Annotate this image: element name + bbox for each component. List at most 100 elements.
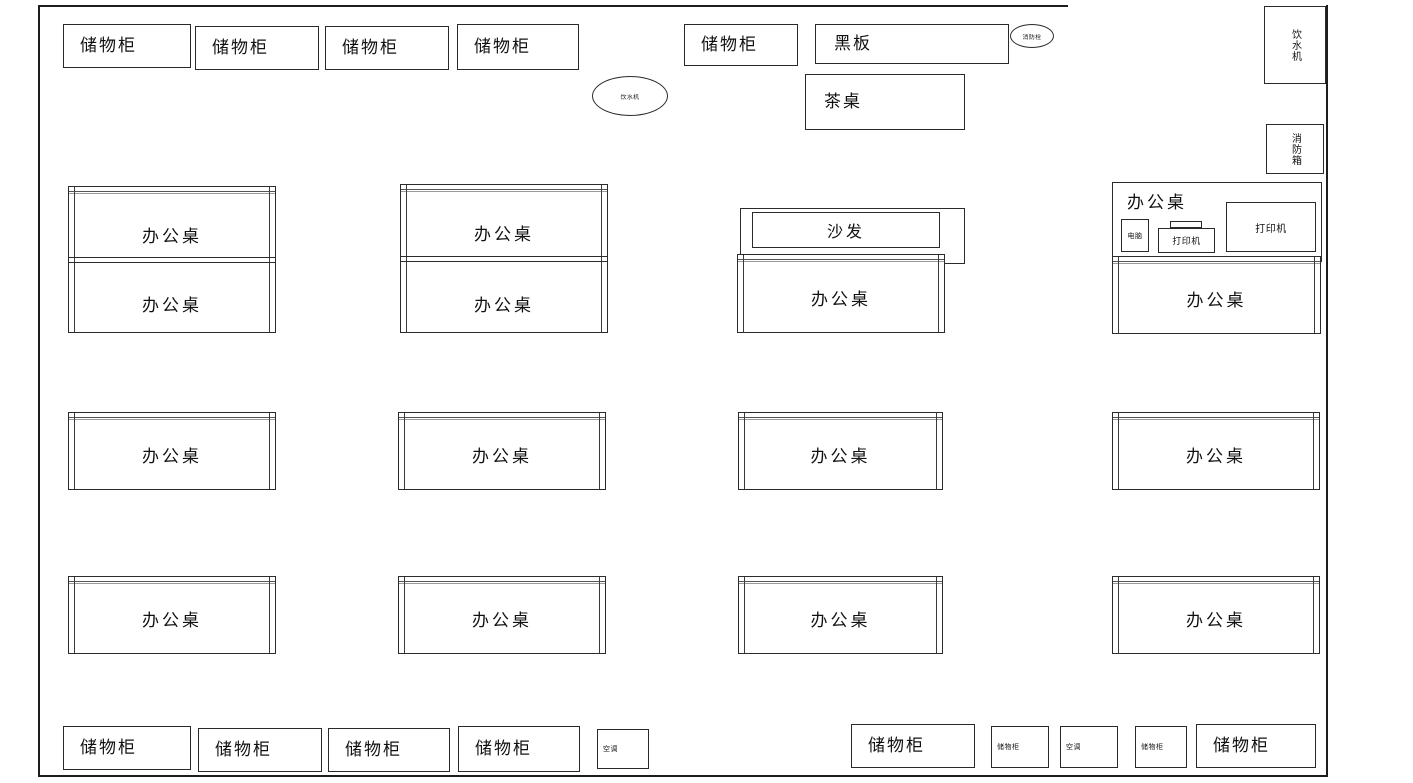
office-desk-6[interactable]: 办公桌 [68,576,276,654]
desk-left-rail [1118,577,1120,653]
desk-left-rail [744,577,746,653]
desk-left-rail [404,413,406,489]
office-desk-label: 办公桌 [472,447,532,467]
desk-top-rail-2 [401,191,607,193]
desk-left-rail [74,187,76,332]
office-desk-1[interactable]: 办公桌办公桌 [400,184,608,333]
desk-pair-divider [69,256,275,258]
right-wall-upper [1326,5,1328,185]
ellipse-fixture-label: 饮水机 [620,93,640,101]
printer-2[interactable]: 打印机 [1226,202,1316,252]
desk-top-rail [69,581,275,583]
desk-left-rail [404,577,406,653]
desk-top-rail-2 [399,583,605,585]
blackboard[interactable]: 黑板 [815,24,1009,64]
storage-cabinet-bottom-left-3[interactable]: 储物柜 [458,726,580,772]
cabinet-label: 空调 [603,744,618,753]
office-desk-label: 办公桌 [1186,611,1246,631]
storage-cabinet-bottom-left-2[interactable]: 储物柜 [328,728,450,772]
desk-pair-divider-2 [69,261,275,263]
desk-top-rail-2 [739,419,942,421]
storage-cabinet-bottom-left-4[interactable]: 空调 [597,729,649,769]
desk-top-rail [739,417,942,419]
cabinet-label: 储物柜 [475,738,532,759]
office-desk-label: 办公桌 [472,611,532,631]
equipment-label: 打印机 [1172,237,1201,247]
desk-right-rail [268,577,270,653]
office-desk-7[interactable]: 办公桌 [398,576,606,654]
storage-cabinet-top-4[interactable]: 储物柜 [684,24,798,66]
office-desk-printer-area[interactable]: 办公桌 [1112,256,1321,334]
equipment-0[interactable]: 电脑 [1121,219,1149,252]
office-desk-8[interactable]: 办公桌 [738,576,943,654]
right-wall-fixture-0[interactable]: 饮水机 [1264,6,1326,84]
right-wall-fixture-label: 饮水机 [1289,28,1301,62]
office-desk-9[interactable]: 办公桌 [1112,576,1320,654]
desk-right-rail [937,255,939,332]
storage-cabinet-top-2[interactable]: 储物柜 [325,26,449,70]
storage-cabinet-top-0[interactable]: 储物柜 [63,24,191,68]
office-desk-label: 办公桌 [474,295,534,316]
right-wall [1326,5,1328,777]
ellipse-fixture-1[interactable]: 消防栓 [1010,24,1054,48]
office-desk-label: 办公桌 [142,447,202,467]
tea-table[interactable]: 茶桌 [805,74,965,130]
sofa-label: 沙发 [826,222,865,241]
desk-left-rail [744,413,746,489]
desk-left-rail [1118,257,1120,333]
ellipse-fixture-0[interactable]: 饮水机 [592,76,668,116]
office-desk-2[interactable]: 办公桌 [68,412,276,490]
storage-cabinet-bottom-right-3[interactable]: 储物柜 [1135,726,1187,768]
storage-cabinet-top-3[interactable]: 储物柜 [457,24,579,70]
office-desk-0[interactable]: 办公桌办公桌 [68,186,276,333]
sofa-seat[interactable]: 沙发 [752,212,940,248]
storage-cabinet-bottom-right-4[interactable]: 储物柜 [1196,724,1316,768]
desk-top-rail [399,417,605,419]
desk-right-rail [935,413,937,489]
desk-top-rail [69,191,275,193]
storage-cabinet-bottom-left-0[interactable]: 储物柜 [63,726,191,770]
cabinet-label: 空调 [1066,742,1081,751]
storage-cabinet-bottom-left-1[interactable]: 储物柜 [198,728,322,772]
storage-cabinet-bottom-right-2[interactable]: 空调 [1060,726,1118,768]
printer-station-label: 办公桌 [1127,193,1187,213]
desk-top-rail [1113,581,1319,583]
desk-top-rail-2 [1113,419,1319,421]
desk-top-rail [738,259,944,261]
office-desk-label: 办公桌 [142,226,202,247]
office-desk-4[interactable]: 办公桌 [738,412,943,490]
cabinet-label: 储物柜 [474,36,531,57]
storage-cabinet-top-1[interactable]: 储物柜 [195,26,319,70]
ellipse-fixture-label: 消防栓 [1022,33,1042,41]
office-desk-sofa-area[interactable]: 办公桌 [737,254,945,333]
right-wall-fixture-label: 消防箱 [1289,132,1301,166]
desk-left-rail [74,577,76,653]
office-desk-label: 办公桌 [1186,447,1246,467]
cabinet-label: 储物柜 [997,742,1020,751]
desk-top-rail-2 [738,261,944,263]
desk-top-rail [401,189,607,191]
office-desk-3[interactable]: 办公桌 [398,412,606,490]
printer-lid-0 [1170,221,1202,228]
office-desk-label: 办公桌 [810,611,871,631]
desk-left-rail [406,185,408,332]
cabinet-label: 储物柜 [342,37,399,58]
desk-top-rail-2 [399,419,605,421]
equipment-label: 电脑 [1127,231,1143,240]
right-wall-fixture-1[interactable]: 消防箱 [1266,124,1324,174]
desk-top-rail-2 [69,193,275,195]
desk-right-rail [600,185,602,332]
cabinet-label: 储物柜 [80,35,137,56]
storage-cabinet-bottom-right-1[interactable]: 储物柜 [991,726,1049,768]
top-wall [38,5,1068,7]
desk-right-rail [1313,257,1315,333]
storage-cabinet-bottom-right-0[interactable]: 储物柜 [851,724,975,768]
desk-top-rail [399,581,605,583]
office-desk-label: 办公桌 [1186,291,1247,311]
blackboard-label: 黑板 [834,33,872,54]
cabinet-label: 储物柜 [1213,735,1270,756]
desk-top-rail [69,417,275,419]
office-desk-5[interactable]: 办公桌 [1112,412,1320,490]
printer-1[interactable]: 打印机 [1158,228,1215,253]
